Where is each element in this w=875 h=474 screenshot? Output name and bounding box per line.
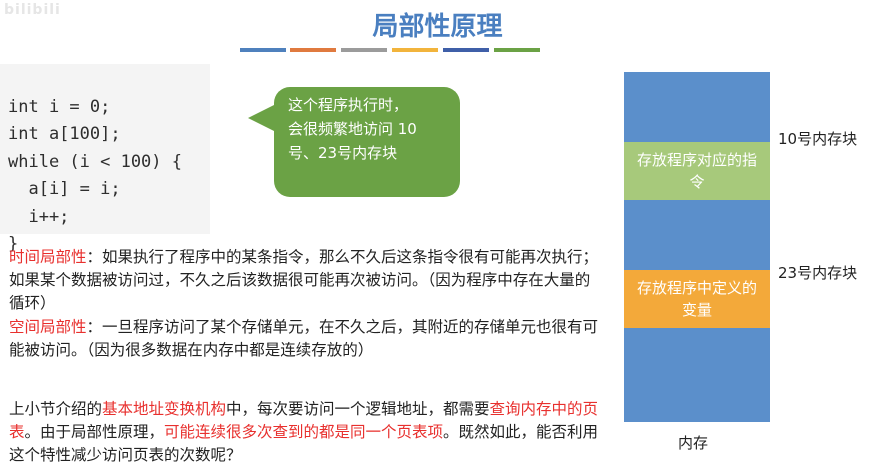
summary-highlight: 可能连续很多次查到的都是同一个页表项 (164, 423, 444, 441)
code-line: i++; (8, 206, 70, 227)
underline-bar-4 (392, 48, 438, 52)
spatial-locality-paragraph: 空间局部性：一旦程序访问了某个存储单元，在不久之后，其附近的存储单元也很有可能被… (9, 316, 599, 362)
block-23-label: 23号内存块 (778, 264, 858, 282)
code-line: int a[100]; (8, 124, 121, 144)
variable-block: 存放程序中定义的变量 (624, 270, 770, 328)
underline-bar-1 (240, 48, 286, 52)
code-line: a[i] = i; (8, 179, 121, 199)
summary-highlight: 查询内存中的页表 (9, 400, 599, 441)
summary-text: 中，每次要访问一个逻辑地址，都需要 (226, 400, 490, 418)
code-line: int i = 0; (8, 96, 111, 117)
temporal-locality-text: ：如果执行了程序中的某条指令，那么不久后这条指令很有可能再次执行；如果某个数据被… (9, 248, 599, 312)
underline-bar-6 (494, 48, 540, 52)
watermark-logo: bilibili (4, 2, 61, 18)
summary-highlight: 基本地址变换机构 (102, 400, 227, 418)
summary-text: 上小节介绍的 (9, 400, 103, 418)
underline-bar-2 (290, 48, 336, 52)
underline-bar-5 (443, 48, 489, 52)
code-snippet: int i = 0; int a[100]; while (i < 100) { a… (0, 64, 210, 254)
summary-paragraph: 上小节介绍的基本地址变换机构中，每次要访问一个逻辑地址，都需要查询内存中的页表。… (9, 398, 599, 467)
callout-tail (248, 104, 276, 132)
callout-line: 会很频繁地访问 10 (288, 120, 417, 138)
memory-diagram: 存放程序对应的指令 存放程序中定义的变量 (624, 72, 770, 422)
page-title: 局部性原理 (372, 12, 503, 42)
code-line: } (8, 234, 19, 254)
temporal-locality-paragraph: 时间局部性：如果执行了程序中的某条指令，那么不久后这条指令很有可能再次执行；如果… (9, 246, 599, 315)
summary-text: 。由于局部性原理， (24, 423, 165, 441)
block-10-label: 10号内存块 (778, 130, 858, 148)
spatial-locality-term: 空间局部性 (9, 318, 87, 336)
temporal-locality-term: 时间局部性 (9, 248, 87, 266)
spatial-locality-text: ：一旦程序访问了某个存储单元，在不久之后，其附近的存储单元也很有可能被访问。（因… (9, 318, 599, 359)
underline-bar-3 (341, 48, 387, 52)
summary-text: 。既然如此，能否利用这个特性减少访问页表的次数呢？ (9, 423, 599, 464)
instruction-block: 存放程序对应的指令 (624, 142, 770, 200)
code-line: while (i < 100) { (8, 151, 182, 172)
callout-line: 号、23号内存块 (288, 144, 398, 162)
callout-bubble: 这个程序执行时， 会很频繁地访问 10 号、23号内存块 (274, 87, 460, 197)
memory-caption: 内存 (678, 434, 709, 452)
callout-line: 这个程序执行时， (288, 96, 409, 114)
